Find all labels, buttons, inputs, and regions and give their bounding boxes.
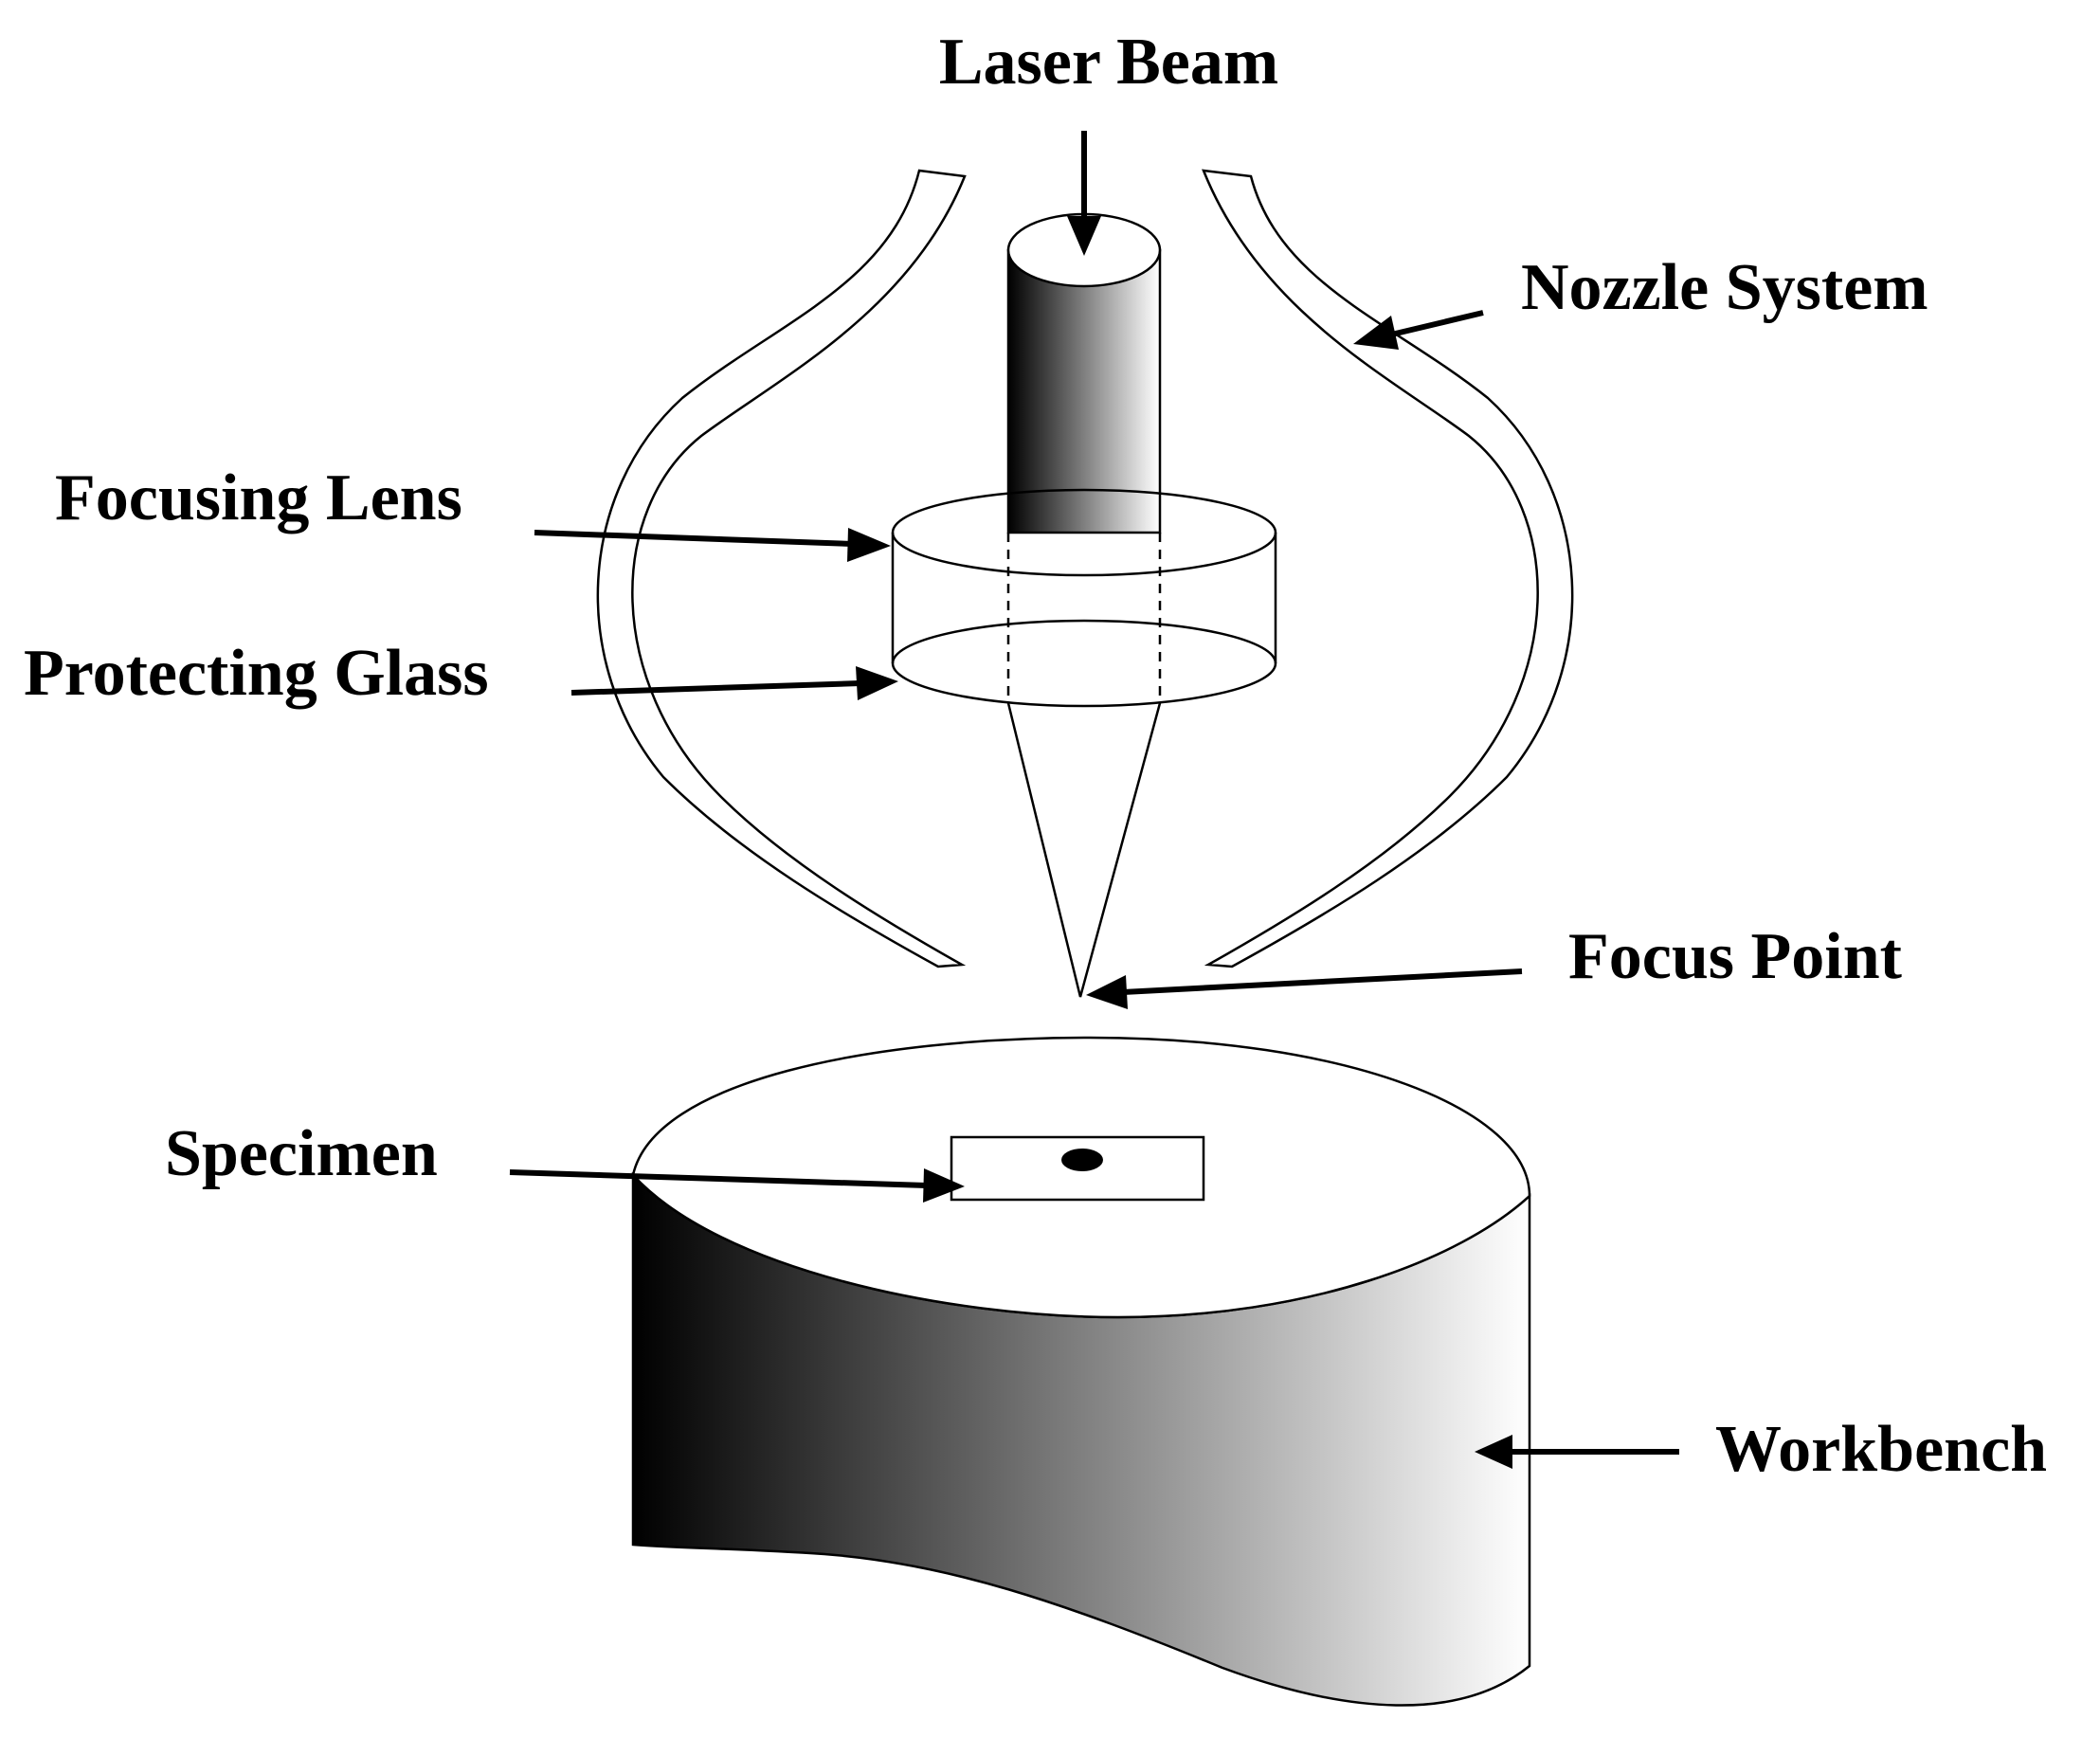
label-specimen: Specimen <box>165 1117 438 1190</box>
laser-beam-cylinder <box>1006 248 1162 534</box>
nozzle-left-wall <box>596 169 967 968</box>
label-workbench: Workbench <box>1715 1413 2047 1486</box>
label-laser-beam: Laser Beam <box>939 26 1278 99</box>
arrow-focusing-lens <box>534 528 891 562</box>
protecting-glass <box>891 619 1277 708</box>
label-focusing-lens: Focusing Lens <box>55 461 462 534</box>
arrow-nozzle-system <box>1353 310 1484 350</box>
focus-cone <box>1006 702 1162 998</box>
arrow-workbench <box>1475 1435 1679 1469</box>
specimen-spot <box>1061 1149 1103 1171</box>
arrow-protecting-glass <box>570 666 898 700</box>
arrow-focus-point <box>1086 968 1523 1009</box>
focusing-lens <box>891 488 1277 577</box>
arrow-specimen <box>509 1168 965 1203</box>
label-nozzle-system: Nozzle System <box>1521 251 1928 324</box>
nozzle-right-wall <box>1202 169 1574 968</box>
arrow-laser-beam <box>1067 131 1101 256</box>
label-focus-point: Focus Point <box>1568 920 1902 993</box>
label-protecting-glass: Protecting Glass <box>24 637 489 710</box>
